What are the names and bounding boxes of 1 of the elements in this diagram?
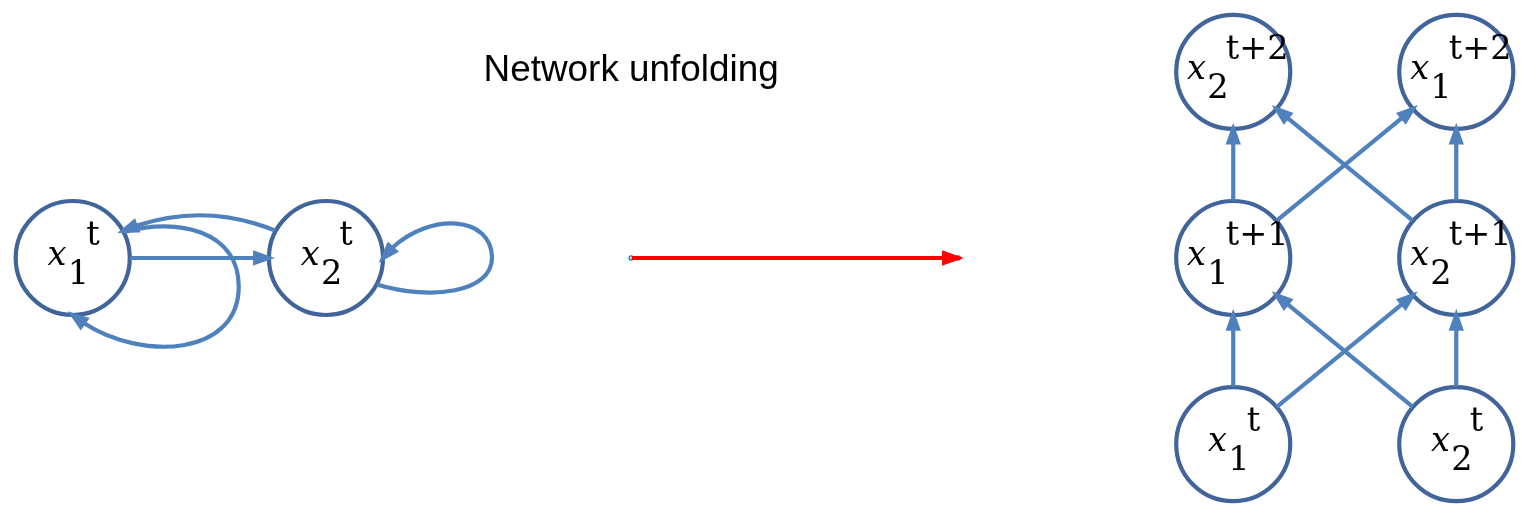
label: Network unfolding — [483, 48, 779, 90]
